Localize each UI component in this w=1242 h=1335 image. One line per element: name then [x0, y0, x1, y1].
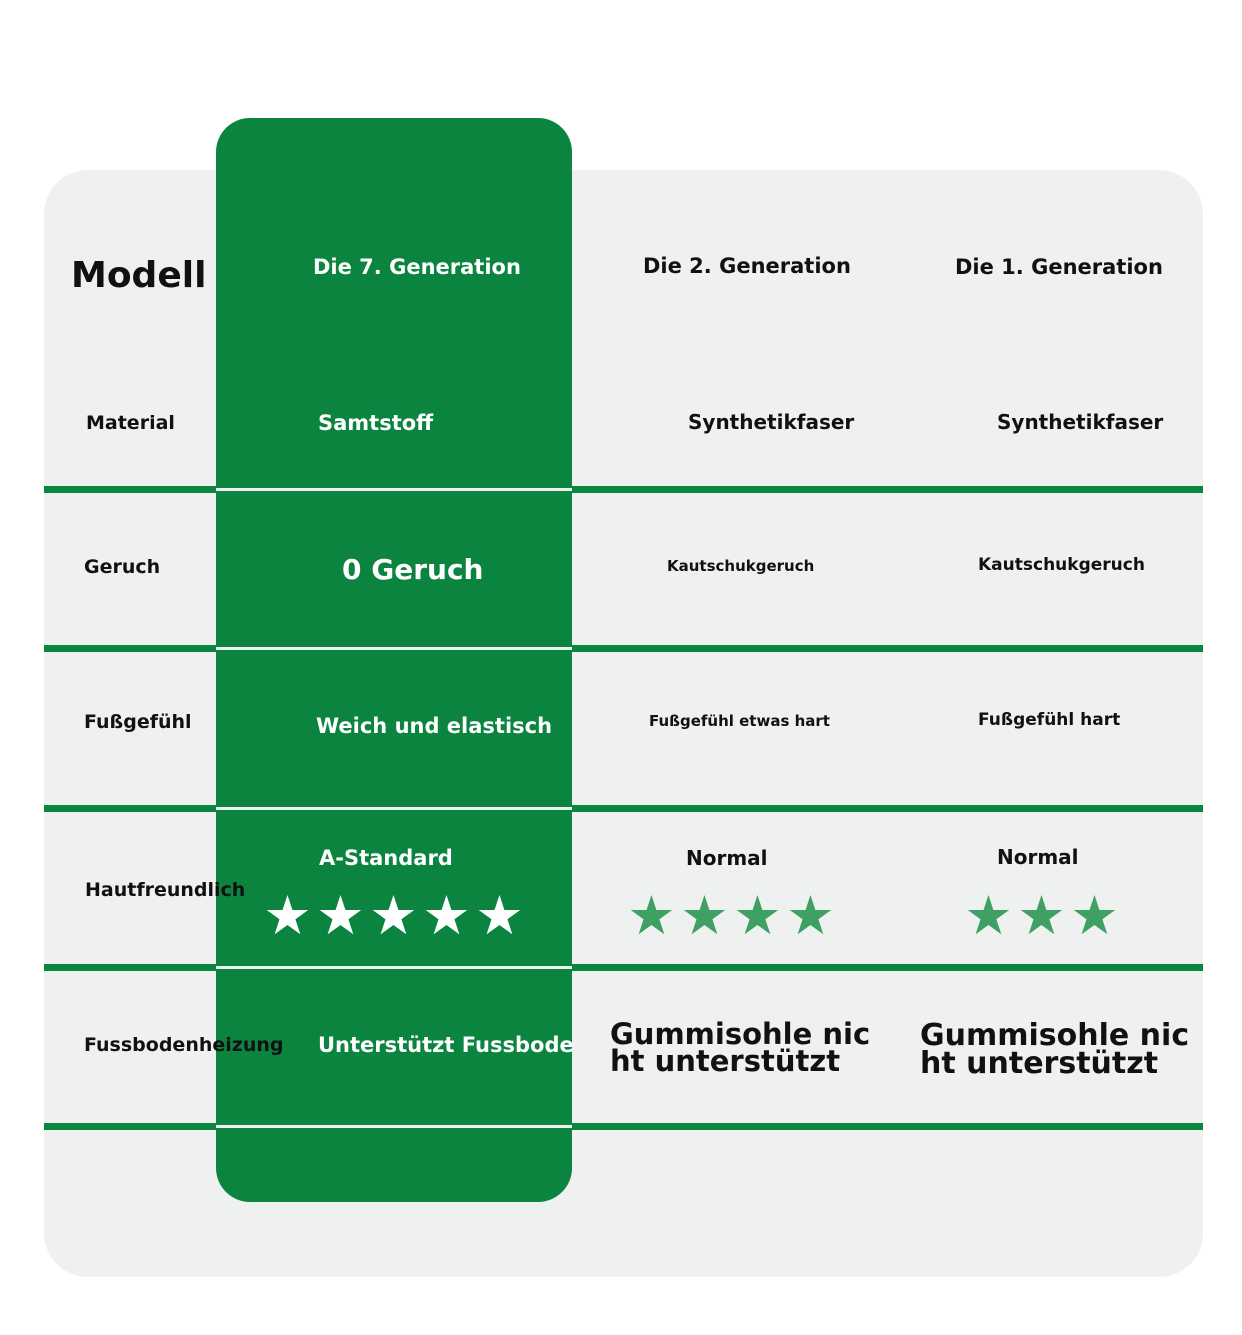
column-header-gen7: Die 7. Generation	[313, 255, 521, 279]
star-icon: ★	[316, 884, 365, 947]
row-divider	[44, 486, 1203, 493]
star-rating-gen2: ★★★★	[625, 884, 837, 947]
star-rating-gen7: ★★★★★	[261, 884, 526, 947]
cell-line: Gummisohle nic	[610, 1017, 871, 1051]
row-label-material: Material	[86, 412, 175, 434]
star-icon: ★	[786, 884, 835, 947]
row-label-geruch: Geruch	[84, 556, 161, 578]
star-icon: ★	[1070, 884, 1119, 947]
cell-fussbodenheizung-gen2: Gummisohle nic ht unterstützt	[610, 1017, 871, 1078]
cell-fussgefuehl-gen2: Fußgefühl etwas hart	[649, 712, 830, 730]
cell-geruch-gen7: 0 Geruch	[342, 553, 484, 586]
star-icon: ★	[263, 884, 312, 947]
row-divider	[44, 805, 1203, 812]
cell-hautfreundlich-gen7: A-Standard	[319, 846, 453, 870]
highlighted-column	[216, 118, 572, 1202]
star-rating-gen1: ★★★	[962, 884, 1121, 947]
cell-geruch-gen2: Kautschukgeruch	[667, 557, 815, 575]
cell-fussbodenheizung-gen7: Unterstützt Fussbodenheizung	[318, 1035, 572, 1056]
star-icon: ★	[733, 884, 782, 947]
row-divider	[44, 964, 1203, 971]
row-label-fussbodenheizung: Fussbodenheizung	[84, 1034, 284, 1056]
column-header-gen1: Die 1. Generation	[955, 255, 1163, 279]
table-title: Modell	[71, 255, 207, 296]
row-divider	[44, 1123, 1203, 1130]
star-icon: ★	[422, 884, 471, 947]
star-icon: ★	[475, 884, 524, 947]
cell-line: ht unterstützt	[610, 1043, 841, 1078]
cell-fussgefuehl-gen7: Weich und elastisch	[316, 714, 553, 738]
star-icon: ★	[1017, 884, 1066, 947]
row-label-fussgefuehl: Fußgefühl	[84, 711, 192, 733]
cell-hautfreundlich-gen2: Normal	[686, 846, 768, 870]
row-label-hautfreundlich: Hautfreundlich	[85, 879, 246, 901]
cell-hautfreundlich-gen1: Normal	[997, 845, 1079, 869]
star-icon: ★	[369, 884, 418, 947]
cell-material-gen7: Samtstoff	[318, 411, 434, 435]
cell-fussbodenheizung-gen1: Gummisohle nic ht unterstützt	[920, 1018, 1190, 1081]
star-icon: ★	[627, 884, 676, 947]
cell-line: ht unterstützt	[920, 1045, 1159, 1081]
cell-fussgefuehl-gen1: Fußgefühl hart	[978, 710, 1121, 730]
star-icon: ★	[680, 884, 729, 947]
column-header-gen2: Die 2. Generation	[643, 254, 851, 278]
cell-material-gen2: Synthetikfaser	[688, 410, 855, 434]
row-divider	[44, 645, 1203, 652]
cell-material-gen1: Synthetikfaser	[997, 410, 1164, 434]
cell-geruch-gen1: Kautschukgeruch	[978, 555, 1145, 575]
cell-line: Gummisohle nic	[920, 1018, 1190, 1053]
star-icon: ★	[964, 884, 1013, 947]
